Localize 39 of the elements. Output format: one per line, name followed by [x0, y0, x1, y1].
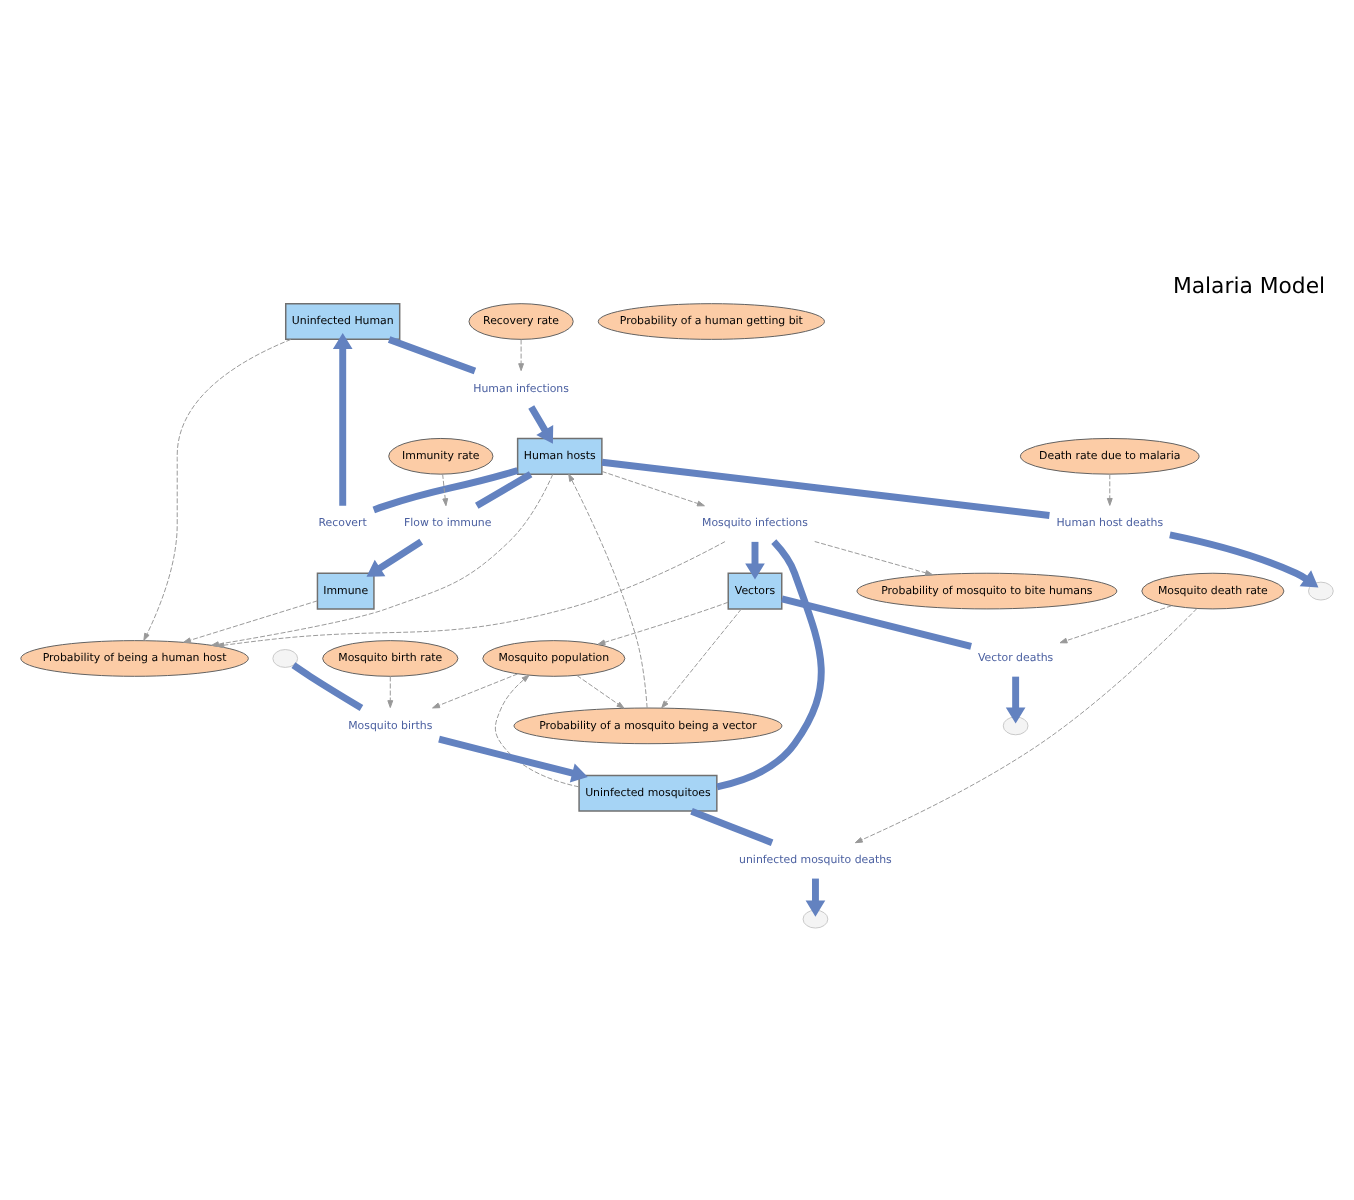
arrow	[745, 541, 765, 580]
arrow	[432, 673, 518, 709]
arrow	[661, 608, 742, 709]
arrow	[332, 332, 353, 506]
arrow	[494, 674, 580, 788]
arrow	[183, 600, 318, 644]
arrow	[1169, 531, 1319, 588]
connector	[781, 595, 972, 650]
connector	[372, 467, 519, 514]
arrow	[143, 338, 292, 641]
connector	[387, 336, 477, 375]
arrow	[805, 878, 826, 917]
connector	[475, 471, 533, 509]
connector	[601, 458, 1050, 519]
connector	[291, 662, 364, 711]
diagram-title: Malaria Model	[1172, 273, 1326, 300]
arrow	[438, 735, 588, 783]
node-cloud	[802, 909, 829, 929]
arrow	[442, 473, 449, 507]
arrow	[814, 541, 934, 576]
arrow	[528, 405, 554, 444]
node-cloud	[1002, 716, 1029, 736]
arrow	[366, 538, 424, 577]
arrow	[1059, 605, 1172, 644]
arrow	[1106, 473, 1113, 506]
node-cloud	[272, 649, 299, 668]
arrow	[387, 676, 394, 709]
arrow	[597, 601, 729, 646]
arrow	[601, 471, 705, 507]
arrow	[854, 608, 1198, 844]
arrow	[518, 339, 525, 372]
connector	[716, 539, 825, 791]
arrow	[568, 473, 648, 709]
arrow	[576, 675, 625, 709]
arrow	[211, 473, 554, 648]
arrow	[216, 541, 726, 649]
connector	[690, 808, 774, 846]
arrow	[1005, 676, 1026, 724]
node-cloud	[1308, 581, 1334, 601]
